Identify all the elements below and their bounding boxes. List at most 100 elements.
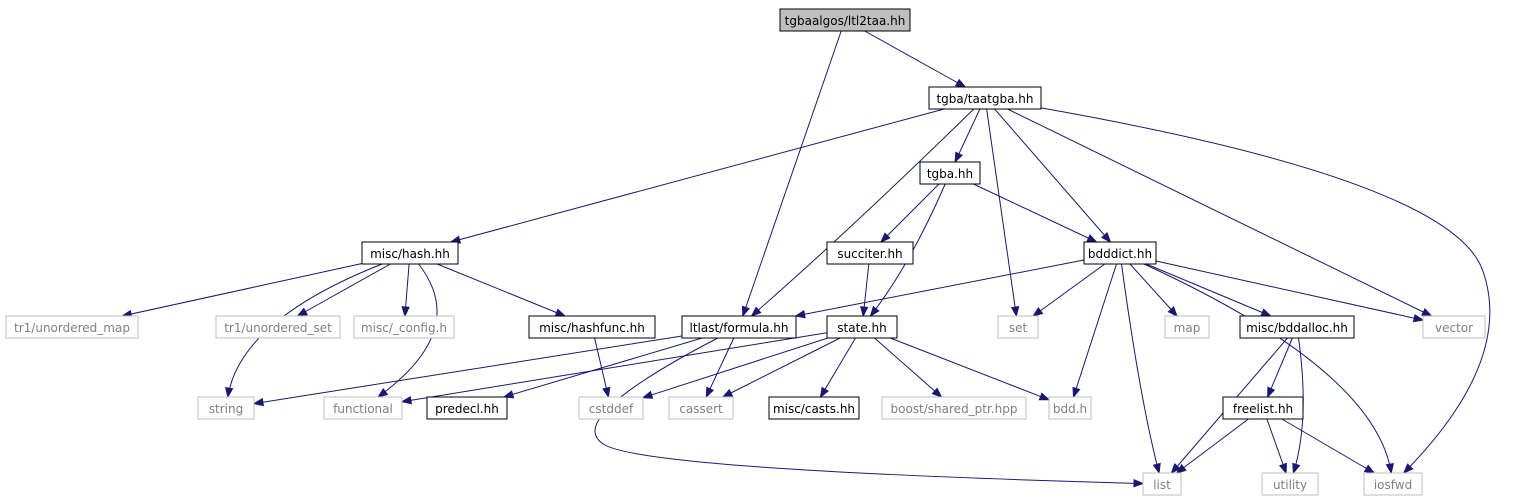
node-box — [426, 396, 508, 420]
edge-bddalloc-to-freelist — [1267, 337, 1293, 399]
edge-arrowhead — [1167, 306, 1178, 318]
node-box — [1363, 472, 1423, 496]
edge-arrowhead — [1412, 313, 1425, 323]
edge-bdddict-to-vector — [1155, 260, 1425, 323]
edge-taatgba-to-formula — [750, 108, 975, 317]
edge-arrowhead — [1421, 308, 1433, 317]
edge-state-to-functional — [400, 332, 828, 405]
node-state[interactable]: state.hh — [826, 315, 898, 339]
node-taatgba[interactable]: tgba/taatgba.hh — [928, 86, 1042, 110]
node-hashfunc[interactable]: misc/hashfunc.hh — [528, 315, 656, 339]
node-label: tgbaalgos/ltl2taa.hh — [785, 14, 906, 28]
edge-line — [973, 183, 1097, 243]
edge-state-to-bddh — [890, 337, 1051, 401]
node-label: boost/shared_ptr.hpp — [891, 402, 1018, 416]
edge-line — [864, 30, 966, 88]
edge-tgba-to-bdddict — [973, 183, 1098, 243]
edge-line — [1266, 418, 1287, 474]
node-label: misc/hash.hh — [370, 247, 450, 261]
edge-arrowhead — [1101, 232, 1112, 244]
node-map: map — [1164, 315, 1210, 339]
edge-arrowhead — [400, 395, 413, 405]
edge-arrowhead — [1032, 307, 1044, 317]
node-cassert: cassert — [668, 396, 734, 420]
edge-line — [890, 337, 1050, 401]
node-box — [826, 241, 914, 265]
node-box — [578, 396, 644, 420]
edge-line — [994, 108, 1111, 243]
edge-line — [1267, 337, 1293, 398]
node-box — [1222, 396, 1304, 420]
edge-line — [742, 30, 842, 317]
edge-arrowhead — [869, 305, 880, 318]
node-box — [997, 315, 1039, 339]
edge-bdddict-to-iosfwd — [1143, 263, 1394, 475]
node-box — [826, 315, 898, 339]
node-box — [323, 396, 403, 420]
edge-arrowhead — [1292, 462, 1301, 475]
node-box — [768, 396, 860, 420]
node-tgba[interactable]: tgba.hh — [919, 161, 981, 185]
node-functional: functional — [323, 396, 403, 420]
edge-arrowhead — [794, 309, 806, 319]
edge-bdddict-to-map — [1129, 263, 1178, 318]
edge-arrowhead — [1363, 464, 1376, 474]
node-casts[interactable]: misc/casts.hh — [768, 396, 860, 420]
node-box — [197, 396, 255, 420]
node-label: utility — [1273, 478, 1307, 492]
node-bddalloc[interactable]: misc/bddalloc.hh — [1239, 315, 1355, 339]
edge-arrowhead — [705, 386, 715, 399]
node-label: succiter.hh — [837, 247, 902, 261]
edge-succiter-to-state — [860, 263, 870, 318]
edge-arrowhead — [1267, 386, 1276, 399]
edge-bdddict-to-bddh — [1072, 263, 1117, 399]
node-freelist[interactable]: freelist.hh — [1222, 396, 1304, 420]
node-box — [1239, 315, 1355, 339]
node-succiter[interactable]: succiter.hh — [826, 241, 914, 265]
edge-freelist-to-utility — [1266, 418, 1287, 475]
node-box — [353, 315, 455, 339]
edge-bdddict-to-formula — [794, 259, 1085, 319]
node-formula[interactable]: ltlast/formula.hh — [681, 315, 797, 339]
edge-taatgba-to-tgba — [954, 108, 981, 164]
node-list: list — [1142, 472, 1182, 496]
node-bdddict[interactable]: bdddict.hh — [1083, 241, 1157, 265]
edge-arrowhead — [741, 305, 750, 318]
edge-line — [986, 108, 1017, 317]
edge-line — [1146, 263, 1271, 317]
edge-arrowhead — [1175, 463, 1187, 474]
node-box — [1142, 472, 1182, 496]
edge-arrowhead — [1038, 392, 1051, 401]
edge-arrowhead — [1385, 462, 1394, 475]
node-tr1map: tr1/unordered_map — [5, 315, 139, 339]
edge-formula-to-cassert — [705, 337, 735, 399]
node-root[interactable]: tgbaalgos/ltl2taa.hh — [779, 8, 911, 32]
edge-formula-to-string — [252, 335, 683, 407]
node-box — [215, 315, 341, 339]
edge-arrowhead — [819, 386, 829, 399]
node-box — [528, 315, 656, 339]
edge-line — [1073, 263, 1117, 398]
edge-line — [954, 108, 981, 163]
edge-bdddict-to-list — [1121, 263, 1161, 475]
edge-line — [122, 263, 363, 317]
edge-line — [253, 335, 683, 405]
node-label: state.hh — [837, 321, 886, 335]
node-box — [919, 161, 981, 185]
node-predecl[interactable]: predecl.hh — [426, 396, 508, 420]
node-box — [928, 86, 1042, 110]
node-iosfwd: iosfwd — [1363, 472, 1423, 496]
node-label: bdd.h — [1053, 402, 1087, 416]
edge-arrowhead — [721, 388, 734, 398]
edge-arrowhead — [931, 387, 943, 398]
edge-line — [820, 337, 856, 398]
node-label: cstddef — [589, 402, 634, 416]
node-label: misc/casts.hh — [773, 402, 855, 416]
edge-arrowhead — [252, 397, 265, 407]
node-bddh: bdd.h — [1048, 396, 1092, 420]
edge-arrowhead — [502, 390, 515, 399]
node-utility: utility — [1261, 472, 1319, 496]
edge-arrowhead — [1072, 386, 1081, 399]
node-hash[interactable]: misc/hash.hh — [361, 241, 459, 265]
